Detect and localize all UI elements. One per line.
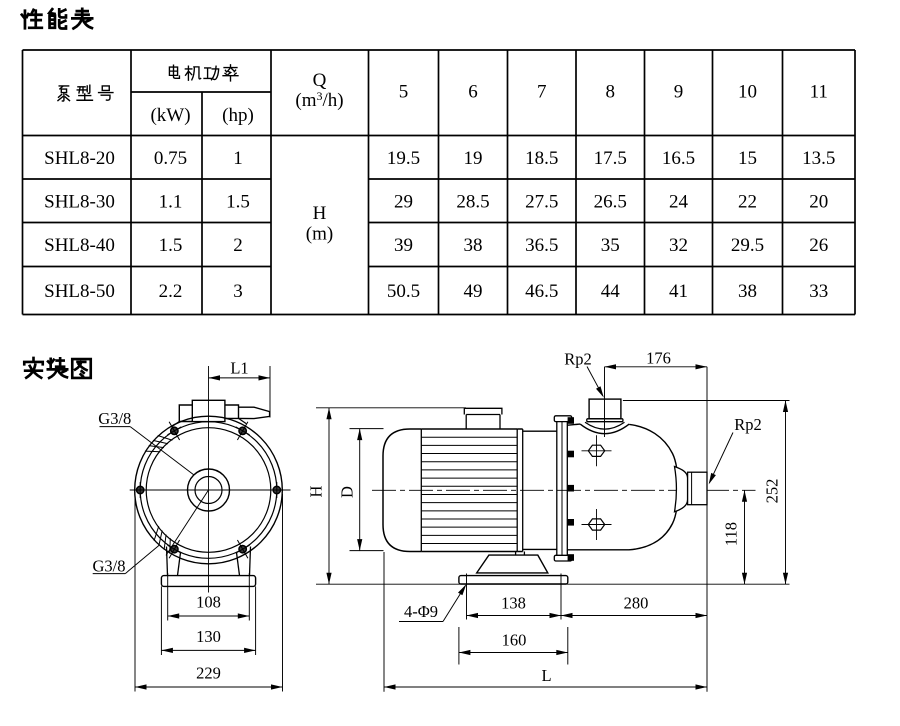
svg-text:138: 138	[501, 594, 526, 613]
svg-text:2: 2	[233, 235, 243, 256]
svg-text:H: H	[313, 203, 327, 224]
svg-text:7: 7	[537, 82, 547, 103]
svg-text:46.5: 46.5	[525, 281, 558, 302]
svg-text:(m): (m)	[306, 224, 333, 245]
svg-text:35: 35	[601, 235, 620, 256]
svg-text:26: 26	[809, 235, 828, 256]
svg-text:L1: L1	[230, 359, 248, 378]
svg-text:50.5: 50.5	[387, 281, 420, 302]
svg-text:1.1: 1.1	[159, 191, 183, 212]
svg-text:16.5: 16.5	[662, 148, 695, 169]
svg-text:1.5: 1.5	[159, 235, 183, 256]
svg-text:108: 108	[196, 593, 221, 612]
svg-text:1.5: 1.5	[226, 191, 250, 212]
svg-text:27.5: 27.5	[525, 191, 558, 212]
svg-text:15: 15	[738, 148, 757, 169]
svg-text:1: 1	[233, 148, 243, 169]
svg-text:118: 118	[722, 522, 741, 546]
svg-text:130: 130	[196, 627, 221, 646]
svg-text:38: 38	[464, 235, 483, 256]
svg-text:29.5: 29.5	[731, 235, 764, 256]
svg-text:H: H	[307, 485, 326, 497]
svg-text:L: L	[541, 666, 551, 685]
svg-text:28.5: 28.5	[456, 191, 489, 212]
svg-text:6: 6	[468, 82, 478, 103]
svg-text:SHL8-40: SHL8-40	[44, 235, 115, 256]
svg-text:26.5: 26.5	[594, 191, 627, 212]
svg-text:44: 44	[601, 281, 621, 302]
svg-text:38: 38	[738, 281, 757, 302]
svg-text:20: 20	[809, 191, 828, 212]
svg-text:280: 280	[624, 594, 649, 613]
svg-text:G3/8: G3/8	[98, 409, 131, 428]
svg-text:32: 32	[669, 235, 688, 256]
svg-text:0.75: 0.75	[154, 148, 187, 169]
svg-text:3: 3	[233, 281, 243, 302]
svg-text:19: 19	[464, 148, 483, 169]
svg-text:252: 252	[763, 479, 782, 504]
svg-text:33: 33	[809, 281, 828, 302]
svg-text:24: 24	[669, 191, 689, 212]
svg-text:4-Φ9: 4-Φ9	[404, 602, 438, 621]
svg-text:17.5: 17.5	[594, 148, 627, 169]
svg-text:5: 5	[399, 82, 409, 103]
svg-text:D: D	[338, 486, 357, 498]
svg-text:22: 22	[738, 191, 757, 212]
svg-text:160: 160	[502, 631, 527, 650]
svg-text:G3/8: G3/8	[93, 557, 126, 576]
svg-text:36.5: 36.5	[525, 235, 558, 256]
svg-text:11: 11	[810, 82, 828, 103]
svg-text:Rp2: Rp2	[734, 415, 762, 434]
svg-text:SHL8-30: SHL8-30	[44, 191, 115, 212]
svg-text:(kW): (kW)	[150, 105, 190, 126]
svg-text:8: 8	[606, 82, 616, 103]
svg-text:(hp): (hp)	[222, 105, 254, 126]
svg-text:10: 10	[738, 82, 757, 103]
svg-text:19.5: 19.5	[387, 148, 420, 169]
svg-text:29: 29	[394, 191, 413, 212]
svg-text:Rp2: Rp2	[564, 350, 592, 369]
svg-text:9: 9	[674, 82, 684, 103]
svg-text:2.2: 2.2	[159, 281, 183, 302]
svg-text:18.5: 18.5	[525, 148, 558, 169]
svg-text:229: 229	[196, 664, 221, 683]
svg-text:49: 49	[464, 281, 483, 302]
svg-text:13.5: 13.5	[802, 148, 835, 169]
svg-text:176: 176	[646, 349, 671, 368]
svg-text:Q: Q	[313, 70, 327, 91]
svg-text:41: 41	[669, 281, 688, 302]
svg-text:(m3/h): (m3/h)	[295, 89, 343, 111]
svg-text:SHL8-50: SHL8-50	[44, 281, 115, 302]
svg-text:SHL8-20: SHL8-20	[44, 148, 115, 169]
svg-text:39: 39	[394, 235, 413, 256]
